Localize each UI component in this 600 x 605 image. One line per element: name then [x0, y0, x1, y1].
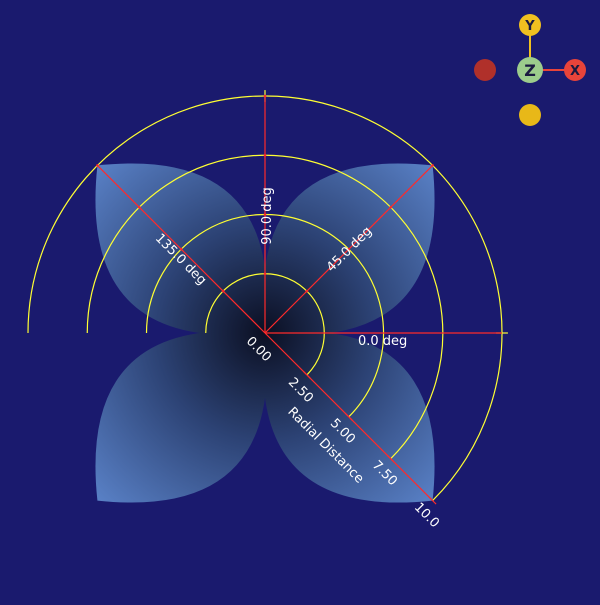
radial-tick-label-10: 10.0: [411, 500, 442, 531]
z-axis-label: Z: [524, 61, 536, 80]
spoke-tick-90: [263, 213, 267, 216]
range-ring-5: [145, 213, 385, 418]
orientation-widget[interactable]: Y X Z: [474, 14, 586, 126]
y-axis-label: Y: [524, 19, 535, 34]
angle-label-0: 0.0 deg: [358, 334, 407, 349]
spoke-tick-135: [138, 206, 141, 209]
spoke-tick-90: [263, 153, 267, 157]
radial-tick-5: [344, 412, 353, 421]
radial-tick-2-5: [302, 370, 311, 379]
spoke-tick-45: [431, 164, 434, 167]
x-axis-button[interactable]: [564, 59, 586, 81]
z-axis-button[interactable]: [517, 57, 543, 83]
radial-tick-10: [428, 496, 437, 505]
range-ring-2-5: [205, 273, 325, 376]
spoke-tick-45: [389, 206, 392, 209]
spoke-tick-90: [263, 94, 267, 98]
angle-spokes: [96, 94, 502, 505]
x-axis-label: X: [570, 64, 580, 79]
spoke-tick-90: [263, 272, 267, 276]
negative-x-axis-button[interactable]: [474, 59, 496, 81]
angle-label-90: 90.0 deg: [260, 187, 275, 245]
negative-y-axis-button[interactable]: [519, 104, 541, 126]
spoke-tick-135: [96, 164, 99, 167]
range-ring-7-5: [86, 154, 444, 460]
radial-tick-7-5: [386, 454, 395, 463]
spoke-tick-135: [221, 289, 225, 293]
spoke-tick-45: [305, 289, 309, 293]
spoke-tick-45: [347, 247, 351, 251]
spoke-tick-135: [179, 247, 183, 251]
y-axis-button[interactable]: [519, 14, 541, 36]
petal-225: [95, 331, 267, 503]
range-ring-10: [27, 95, 503, 502]
